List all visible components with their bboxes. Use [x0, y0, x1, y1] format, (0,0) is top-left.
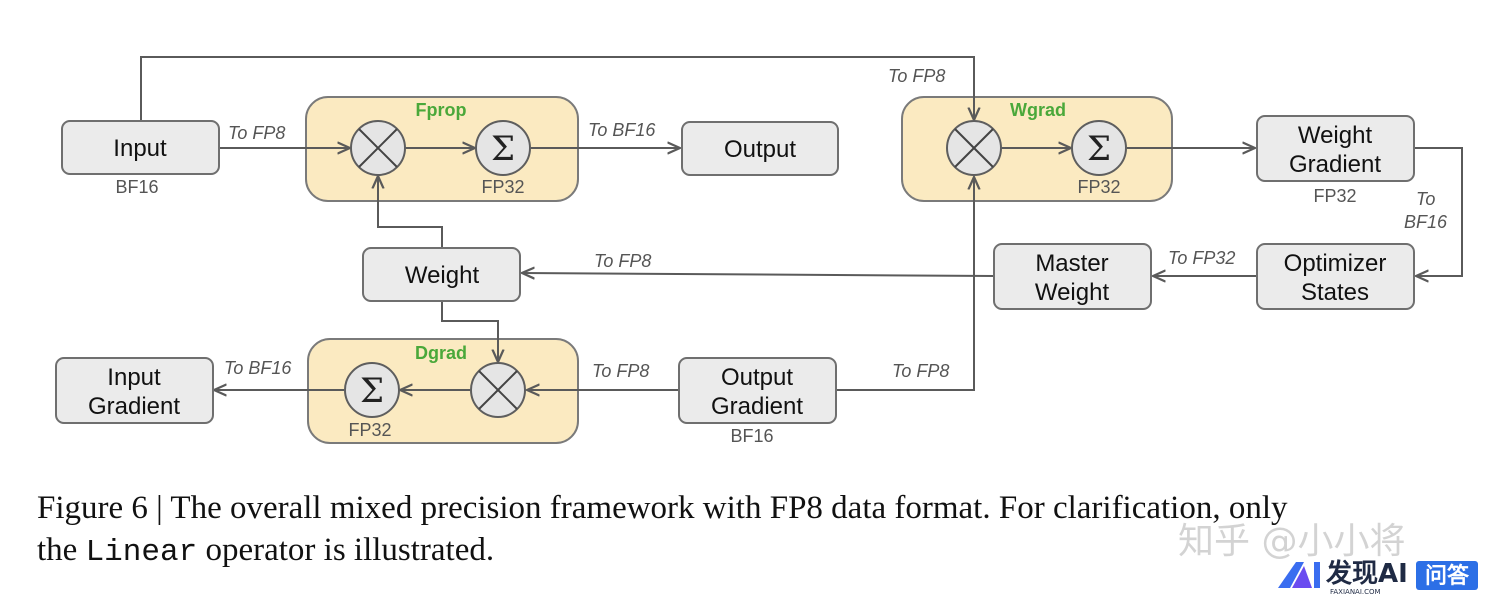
dgrad-accum-precision: FP32	[348, 420, 391, 440]
output-gradient-to-wgrad-arrow	[836, 177, 974, 391]
label-weightgrad-to-optimizer-1: To	[1416, 189, 1435, 209]
master-to-weight-arrow	[522, 273, 995, 276]
svg-text:Σ: Σ	[491, 129, 515, 169]
svg-text:Gradient: Gradient	[1289, 151, 1381, 178]
connectors	[140, 56, 1463, 391]
svg-text:Gradient: Gradient	[88, 393, 180, 420]
dgrad-title: Dgrad	[415, 343, 467, 363]
svg-text:Input: Input	[107, 364, 161, 391]
master-weight-node: Master Weight	[993, 243, 1152, 310]
input-to-wgrad-arrow	[140, 56, 974, 120]
weight-gradient-precision: FP32	[1313, 186, 1356, 206]
wgrad-accum-precision: FP32	[1077, 177, 1120, 197]
input-node: Input	[61, 120, 220, 175]
dgrad-multiply-op	[470, 362, 526, 418]
svg-text:States: States	[1301, 279, 1369, 306]
svg-text:Gradient: Gradient	[711, 393, 803, 420]
label-input-to-wgrad: To FP8	[888, 66, 945, 86]
svg-text:FAXIANAI.COM: FAXIANAI.COM	[1330, 588, 1381, 596]
caption-line-2: the Linear operator is illustrated.	[37, 532, 494, 570]
fprop-accum-precision: FP32	[481, 177, 524, 197]
weight-node: Weight	[362, 247, 521, 302]
svg-text:Master: Master	[1035, 250, 1108, 277]
svg-text:Σ: Σ	[1087, 129, 1111, 169]
wgrad-multiply-op	[946, 120, 1002, 176]
fprop-multiply-op	[350, 120, 406, 176]
input-precision: BF16	[115, 177, 158, 197]
svg-text:问答: 问答	[1425, 563, 1470, 589]
label-dgrad-to-input-gradient: To BF16	[224, 358, 292, 378]
weight-to-dgrad-arrow	[441, 302, 498, 362]
input-gradient-node: Input Gradient	[55, 357, 214, 424]
fprop-title: Fprop	[416, 100, 467, 120]
label-fprop-to-output: To BF16	[588, 120, 656, 140]
svg-text:发现AI: 发现AI	[1325, 558, 1408, 589]
label-optimizer-to-master: To FP32	[1168, 248, 1235, 268]
svg-text:Input: Input	[113, 135, 167, 162]
label-weightgrad-to-optimizer-2: BF16	[1404, 212, 1448, 232]
weight-gradient-node: Weight Gradient	[1256, 115, 1415, 182]
svg-text:Output: Output	[724, 136, 796, 163]
fprop-sum-op: Σ	[475, 120, 531, 176]
svg-text:Weight: Weight	[1298, 122, 1373, 149]
label-output-gradient-to-wgrad: To FP8	[892, 361, 949, 381]
output-node: Output	[681, 121, 839, 176]
weight-to-fprop-arrow	[378, 176, 443, 248]
svg-text:Output: Output	[721, 364, 793, 391]
wgrad-sum-op: Σ	[1071, 120, 1127, 176]
dgrad-sum-op: Σ	[344, 362, 400, 418]
svg-text:Weight: Weight	[405, 262, 480, 289]
faxianai-logo: 发现AI FAXIANAI.COM 问答	[1278, 558, 1478, 596]
svg-text:Weight: Weight	[1035, 279, 1110, 306]
output-gradient-node: Output Gradient	[678, 357, 837, 424]
output-gradient-precision: BF16	[730, 426, 773, 446]
optimizer-states-node: Optimizer States	[1256, 243, 1415, 310]
svg-text:Optimizer: Optimizer	[1284, 250, 1387, 277]
label-input-to-fprop: To FP8	[228, 123, 285, 143]
watermark-text: 知乎 @小小将	[1178, 521, 1405, 562]
svg-text:Σ: Σ	[360, 371, 384, 411]
label-output-gradient-to-dgrad: To FP8	[592, 361, 649, 381]
weight-gradient-to-optimizer-arrow	[1414, 147, 1463, 276]
label-master-to-weight: To FP8	[594, 251, 651, 271]
caption-line-1: Figure 6 | The overall mixed precision f…	[37, 490, 1288, 526]
wgrad-title: Wgrad	[1010, 100, 1066, 120]
